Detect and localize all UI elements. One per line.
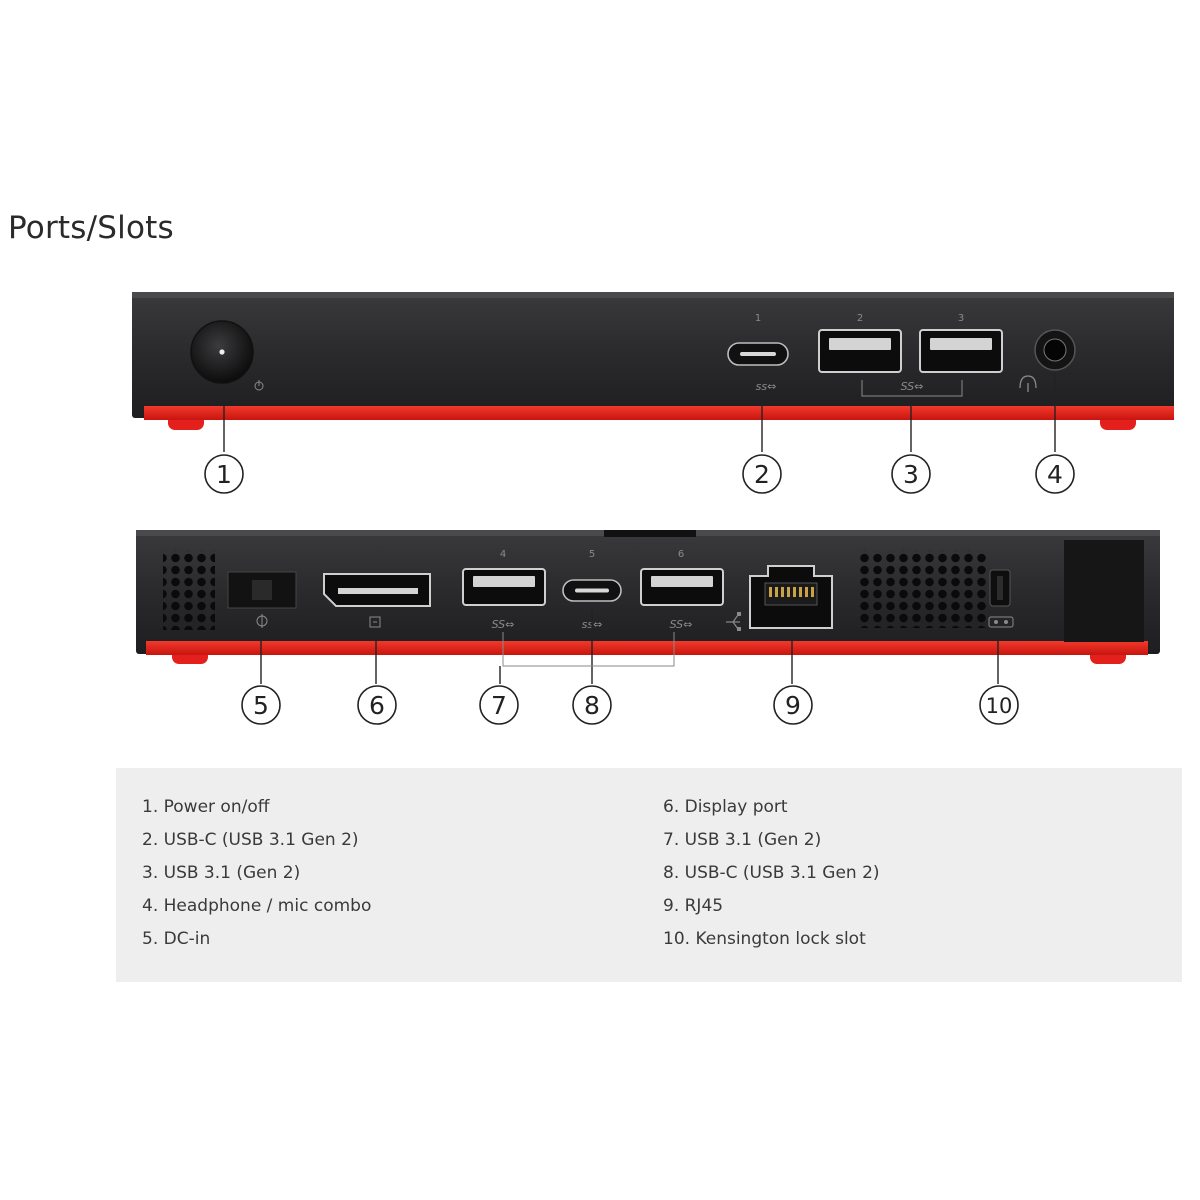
legend-item: 9. RJ45 — [663, 896, 724, 916]
callout-2: 2 — [742, 454, 782, 494]
callout-number: 5 — [253, 691, 269, 720]
callout-7: 7 — [479, 685, 519, 725]
callout-number: 3 — [903, 460, 919, 489]
right-vent — [858, 550, 986, 628]
callout-number: 6 — [369, 691, 385, 720]
headphone-jack[interactable] — [1034, 329, 1076, 371]
usb-group-bracket — [502, 632, 675, 667]
rear-usb-a-port-1[interactable] — [462, 568, 546, 606]
dc-in-port[interactable] — [227, 571, 297, 609]
legend-item: 1. Power on/off — [142, 797, 270, 817]
legend-column-right: 6. Display port 7. USB 3.1 (Gen 2) 8. US… — [663, 796, 880, 961]
page-title: Ports/Slots — [8, 210, 174, 246]
network-icon — [726, 612, 741, 631]
lock-icon — [988, 616, 1014, 628]
displayport-port[interactable] — [323, 573, 431, 607]
legend-item: 10. Kensington lock slot — [663, 929, 866, 949]
kensington-lock-slot[interactable] — [989, 569, 1011, 607]
callout-6: 6 — [357, 685, 397, 725]
legend-item: 3. USB 3.1 (Gen 2) — [142, 863, 301, 883]
callout-number: 7 — [491, 691, 507, 720]
rear-port-number: 5 — [589, 549, 595, 560]
callout-number: 4 — [1047, 460, 1063, 489]
usb-3-symbol-icon: SS⇔ — [492, 618, 515, 631]
power-button[interactable] — [190, 320, 254, 384]
legend-item: 4. Headphone / mic combo — [142, 896, 372, 916]
callout-8: 8 — [572, 685, 612, 725]
callout-number: 1 — [216, 460, 232, 489]
legend-item: 7. USB 3.1 (Gen 2) — [663, 830, 822, 850]
rear-red-band — [146, 641, 1148, 655]
callout-9: 9 — [773, 685, 813, 725]
device-diagram: 1 2 3 ss⇔ SS⇔ — [132, 292, 1174, 725]
callout-5: 5 — [241, 685, 281, 725]
callout-number: 2 — [754, 460, 770, 489]
legend-item: 2. USB-C (USB 3.1 Gen 2) — [142, 830, 359, 850]
callout-4: 4 — [1035, 454, 1075, 494]
left-vent — [163, 550, 215, 630]
rear-usb-c-port[interactable] — [562, 579, 622, 602]
callout-number: 10 — [986, 694, 1013, 718]
dc-in-icon — [256, 614, 268, 628]
legend-item: 5. DC-in — [142, 929, 211, 949]
front-usb-a-port-2[interactable] — [919, 329, 1003, 373]
callout-1: 1 — [204, 454, 244, 494]
rear-view: 4 5 6 SS⇔ ss⇔ SS⇔ — [136, 530, 1160, 725]
legend-column-left: 1. Power on/off 2. USB-C (USB 3.1 Gen 2)… — [142, 796, 371, 961]
ports-legend: 1. Power on/off 2. USB-C (USB 3.1 Gen 2)… — [116, 768, 1182, 982]
front-chassis — [132, 292, 1174, 418]
usb-c-symbol-icon: ss⇔ — [756, 380, 777, 393]
usb-3-symbol-icon: SS⇔ — [901, 380, 924, 393]
legend-item: 8. USB-C (USB 3.1 Gen 2) — [663, 863, 880, 883]
front-usb-c-port[interactable] — [727, 342, 789, 366]
front-red-band — [144, 406, 1174, 420]
callout-3: 3 — [891, 454, 931, 494]
rj45-port[interactable] — [749, 565, 833, 629]
front-port-number: 3 — [958, 313, 964, 324]
power-icon — [254, 380, 264, 391]
front-port-number: 2 — [857, 313, 863, 324]
front-view: 1 2 3 ss⇔ SS⇔ — [132, 292, 1174, 494]
front-port-number: 1 — [755, 313, 761, 324]
usb-3-symbol-icon: SS⇔ — [670, 618, 693, 631]
rear-port-number: 4 — [500, 549, 506, 560]
front-usb-a-port-1[interactable] — [818, 329, 902, 373]
callout-number: 9 — [785, 691, 801, 720]
rear-usb-a-port-2[interactable] — [640, 568, 724, 606]
callout-10: 10 — [979, 685, 1019, 725]
usb-group-bracket — [861, 380, 963, 397]
displayport-icon — [369, 616, 381, 628]
callout-number: 8 — [584, 691, 600, 720]
rear-port-number: 6 — [678, 549, 684, 560]
rear-side-panel — [1064, 540, 1144, 642]
legend-item: 6. Display port — [663, 797, 788, 817]
headphone-icon — [1019, 375, 1037, 392]
